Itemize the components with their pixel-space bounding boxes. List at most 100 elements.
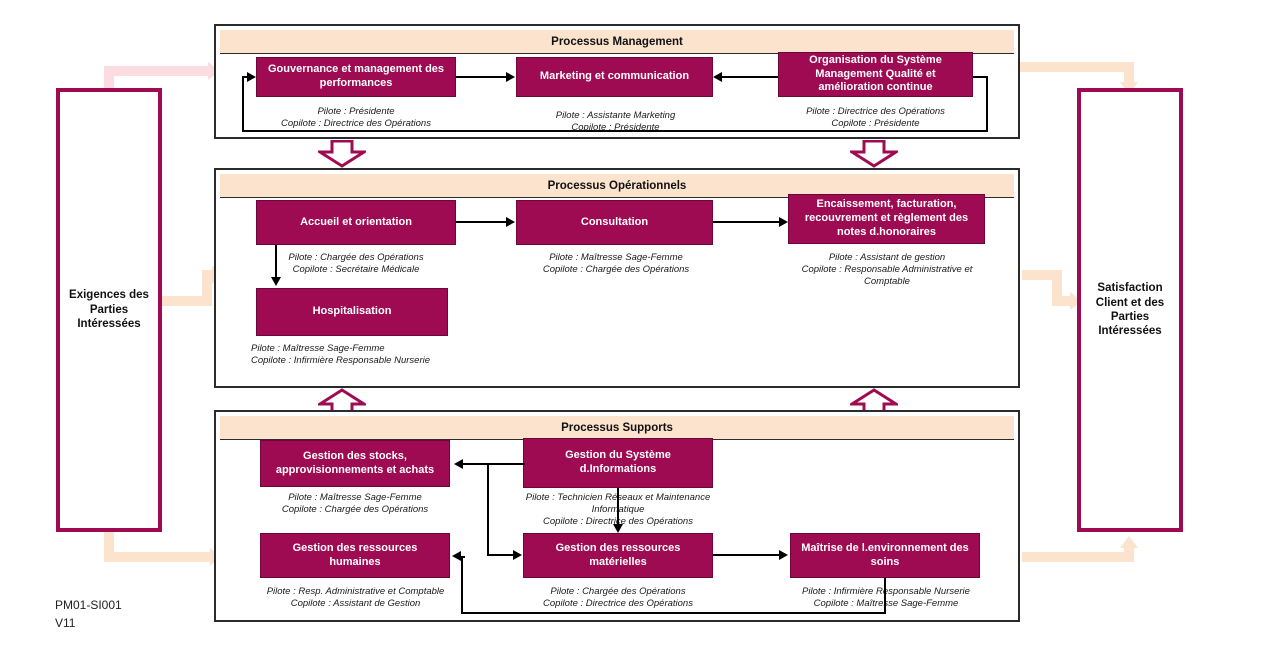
feedback-mgmt-v-left bbox=[242, 76, 244, 132]
satisfaction-client-panel: Satisfaction Client et des Parties Intér… bbox=[1077, 88, 1183, 532]
caption-consultation-copilote: Copilote : Chargée des Opérations bbox=[542, 263, 690, 275]
flow-left-mid-segment-h2 bbox=[202, 270, 216, 280]
caption-gestion-stocks-copilote: Copilote : Chargée des Opérations bbox=[281, 503, 429, 515]
caption-marketing-copilote: Copilote : Présidente bbox=[571, 121, 660, 133]
management-header-label: Processus Management bbox=[220, 30, 1014, 54]
flow-right-bottom-arrowhead bbox=[1120, 536, 1138, 548]
flow-left-bottom-segment-v bbox=[104, 532, 114, 562]
connector-si-branch-h bbox=[487, 554, 515, 556]
connector-gouvernance-to-marketing bbox=[456, 76, 508, 78]
satisfaction-panel-label: Satisfaction Client et des Parties Intér… bbox=[1095, 282, 1165, 338]
document-reference: PM01-SI001 V11 bbox=[55, 596, 122, 632]
flow-right-top-segment-v bbox=[1124, 62, 1134, 84]
exigences-panel-label: Exigences des Parties Intéressées bbox=[69, 289, 149, 331]
caption-ressources-humaines: Pilote : Resp. Administrative et Comptab… bbox=[248, 586, 463, 610]
flow-right-bottom-segment-h bbox=[1022, 552, 1134, 562]
process-box-encaissement[interactable]: Encaissement, facturation, recouvrement … bbox=[788, 194, 985, 244]
feedback-mgmt-h-bottom bbox=[242, 130, 988, 132]
connector-accueil-to-hospitalisation bbox=[275, 245, 277, 279]
connector-si-to-stocks-arrowhead bbox=[454, 459, 463, 469]
caption-maitrise-environnement-copilote: Copilote : Maîtresse Sage-Femme bbox=[813, 597, 959, 609]
flow-right-mid-segment-v bbox=[1052, 270, 1062, 300]
caption-maitrise-environnement: Pilote : Infirmière Responsable Nurserie… bbox=[780, 586, 992, 610]
feedback-supports-h-into-box bbox=[461, 556, 465, 558]
connector-consultation-to-encaissement bbox=[713, 221, 779, 223]
caption-gestion-stocks-pilote: Pilote : Maîtresse Sage-Femme bbox=[288, 492, 422, 503]
caption-marketing-pilote: Pilote : Assistante Marketing bbox=[555, 110, 676, 121]
process-box-organisation-smq[interactable]: Organisation du Système Management Quali… bbox=[778, 52, 973, 97]
caption-accueil-pilote: Pilote : Chargée des Opérations bbox=[288, 252, 424, 263]
connector-accueil-to-hospitalisation-arrowhead bbox=[271, 277, 281, 286]
block-arrow-down-right bbox=[850, 140, 898, 168]
flow-left-top-segment-v bbox=[104, 75, 114, 95]
flow-right-mid-segment-h2 bbox=[1052, 296, 1075, 306]
connector-smq-to-marketing-arrowhead bbox=[713, 72, 722, 82]
process-box-marketing[interactable]: Marketing et communication bbox=[516, 57, 713, 97]
feedback-mgmt-h-right bbox=[973, 76, 988, 78]
process-box-gestion-si[interactable]: Gestion du Système d.Informations bbox=[523, 438, 713, 488]
caption-hospitalisation-pilote: Pilote : Maîtresse Sage-Femme bbox=[251, 343, 385, 354]
connector-smq-to-marketing bbox=[722, 76, 778, 78]
feedback-supports-arrowhead bbox=[452, 551, 461, 561]
caption-ressources-materielles-pilote: Pilote : Chargée des Opérations bbox=[550, 586, 686, 597]
feedback-mgmt-arrowhead bbox=[247, 72, 256, 82]
feedback-supports-h-bottom bbox=[461, 612, 886, 614]
flow-right-top-segment-h bbox=[1020, 62, 1130, 72]
block-arrow-down-left bbox=[318, 140, 366, 168]
caption-consultation-pilote: Pilote : Maîtresse Sage-Femme bbox=[549, 252, 683, 263]
caption-maitrise-environnement-pilote: Pilote : Infirmière Responsable Nurserie bbox=[802, 586, 970, 597]
feedback-mgmt-v-right bbox=[986, 76, 988, 132]
caption-gouvernance-copilote: Copilote : Directrice des Opérations bbox=[281, 117, 431, 129]
process-box-ressources-humaines[interactable]: Gestion des ressources humaines bbox=[260, 533, 450, 578]
process-box-gouvernance[interactable]: Gouvernance et management des performanc… bbox=[256, 57, 456, 97]
caption-encaissement-pilote: Pilote : Assistant de gestion bbox=[828, 252, 946, 263]
caption-ressources-humaines-pilote: Pilote : Resp. Administrative et Comptab… bbox=[266, 586, 445, 597]
feedback-supports-v-left bbox=[461, 556, 463, 614]
caption-hospitalisation-copilote: Copilote : Infirmière Responsable Nurser… bbox=[251, 354, 430, 366]
feedback-mgmt-h-into-box bbox=[242, 76, 250, 78]
exigences-parties-interessees-panel: Exigences des Parties Intéressées bbox=[56, 88, 162, 532]
flow-right-mid-segment-h1 bbox=[1022, 270, 1062, 280]
caption-gestion-si-copilote: Copilote : Directrice des Opérations bbox=[543, 515, 693, 527]
process-box-consultation[interactable]: Consultation bbox=[516, 200, 713, 245]
caption-gouvernance-pilote: Pilote : Présidente bbox=[317, 106, 395, 117]
supports-header-label: Processus Supports bbox=[220, 416, 1014, 440]
management-header-wrap: Processus Management bbox=[216, 26, 1018, 58]
flow-left-mid-segment-h1 bbox=[162, 296, 212, 306]
process-box-gestion-stocks[interactable]: Gestion des stocks, approvisionnements e… bbox=[260, 440, 450, 487]
caption-ressources-materielles-copilote: Copilote : Directrice des Opérations bbox=[543, 597, 693, 609]
connector-si-branch-arrowhead bbox=[513, 550, 522, 560]
caption-organisation-smq-pilote: Pilote : Directrice des Opérations bbox=[806, 106, 945, 117]
caption-ressources-humaines-copilote: Copilote : Assistant de Gestion bbox=[290, 597, 421, 609]
connector-accueil-to-consultation bbox=[456, 221, 508, 223]
document-code: PM01-SI001 bbox=[55, 598, 122, 612]
feedback-supports-v-right bbox=[884, 578, 886, 614]
process-box-ressources-materielles[interactable]: Gestion des ressources matérielles bbox=[523, 533, 713, 578]
connector-materielles-to-maitrise bbox=[713, 554, 779, 556]
process-box-hospitalisation[interactable]: Hospitalisation bbox=[256, 288, 448, 336]
flow-left-top-segment-h bbox=[104, 66, 210, 76]
caption-encaissement-copilote: Copilote : Responsable Administrative et… bbox=[801, 263, 973, 287]
process-box-accueil[interactable]: Accueil et orientation bbox=[256, 200, 456, 245]
process-box-maitrise-environnement[interactable]: Maîtrise de l.environnement des soins bbox=[790, 533, 980, 578]
connector-si-to-stocks bbox=[463, 463, 525, 465]
flow-right-bottom-segment-v bbox=[1124, 548, 1134, 558]
connector-si-branch-v bbox=[487, 463, 489, 555]
connector-consultation-to-encaissement-arrowhead bbox=[779, 217, 788, 227]
flow-left-mid-segment-v bbox=[202, 270, 212, 300]
connector-accueil-to-consultation-arrowhead bbox=[506, 217, 515, 227]
connector-materielles-to-maitrise-arrowhead bbox=[779, 550, 788, 560]
connector-gouvernance-to-marketing-arrowhead bbox=[506, 72, 515, 82]
flow-left-bottom-segment-h bbox=[104, 552, 214, 562]
caption-organisation-smq-copilote: Copilote : Présidente bbox=[831, 117, 920, 129]
document-version: V11 bbox=[55, 616, 76, 630]
